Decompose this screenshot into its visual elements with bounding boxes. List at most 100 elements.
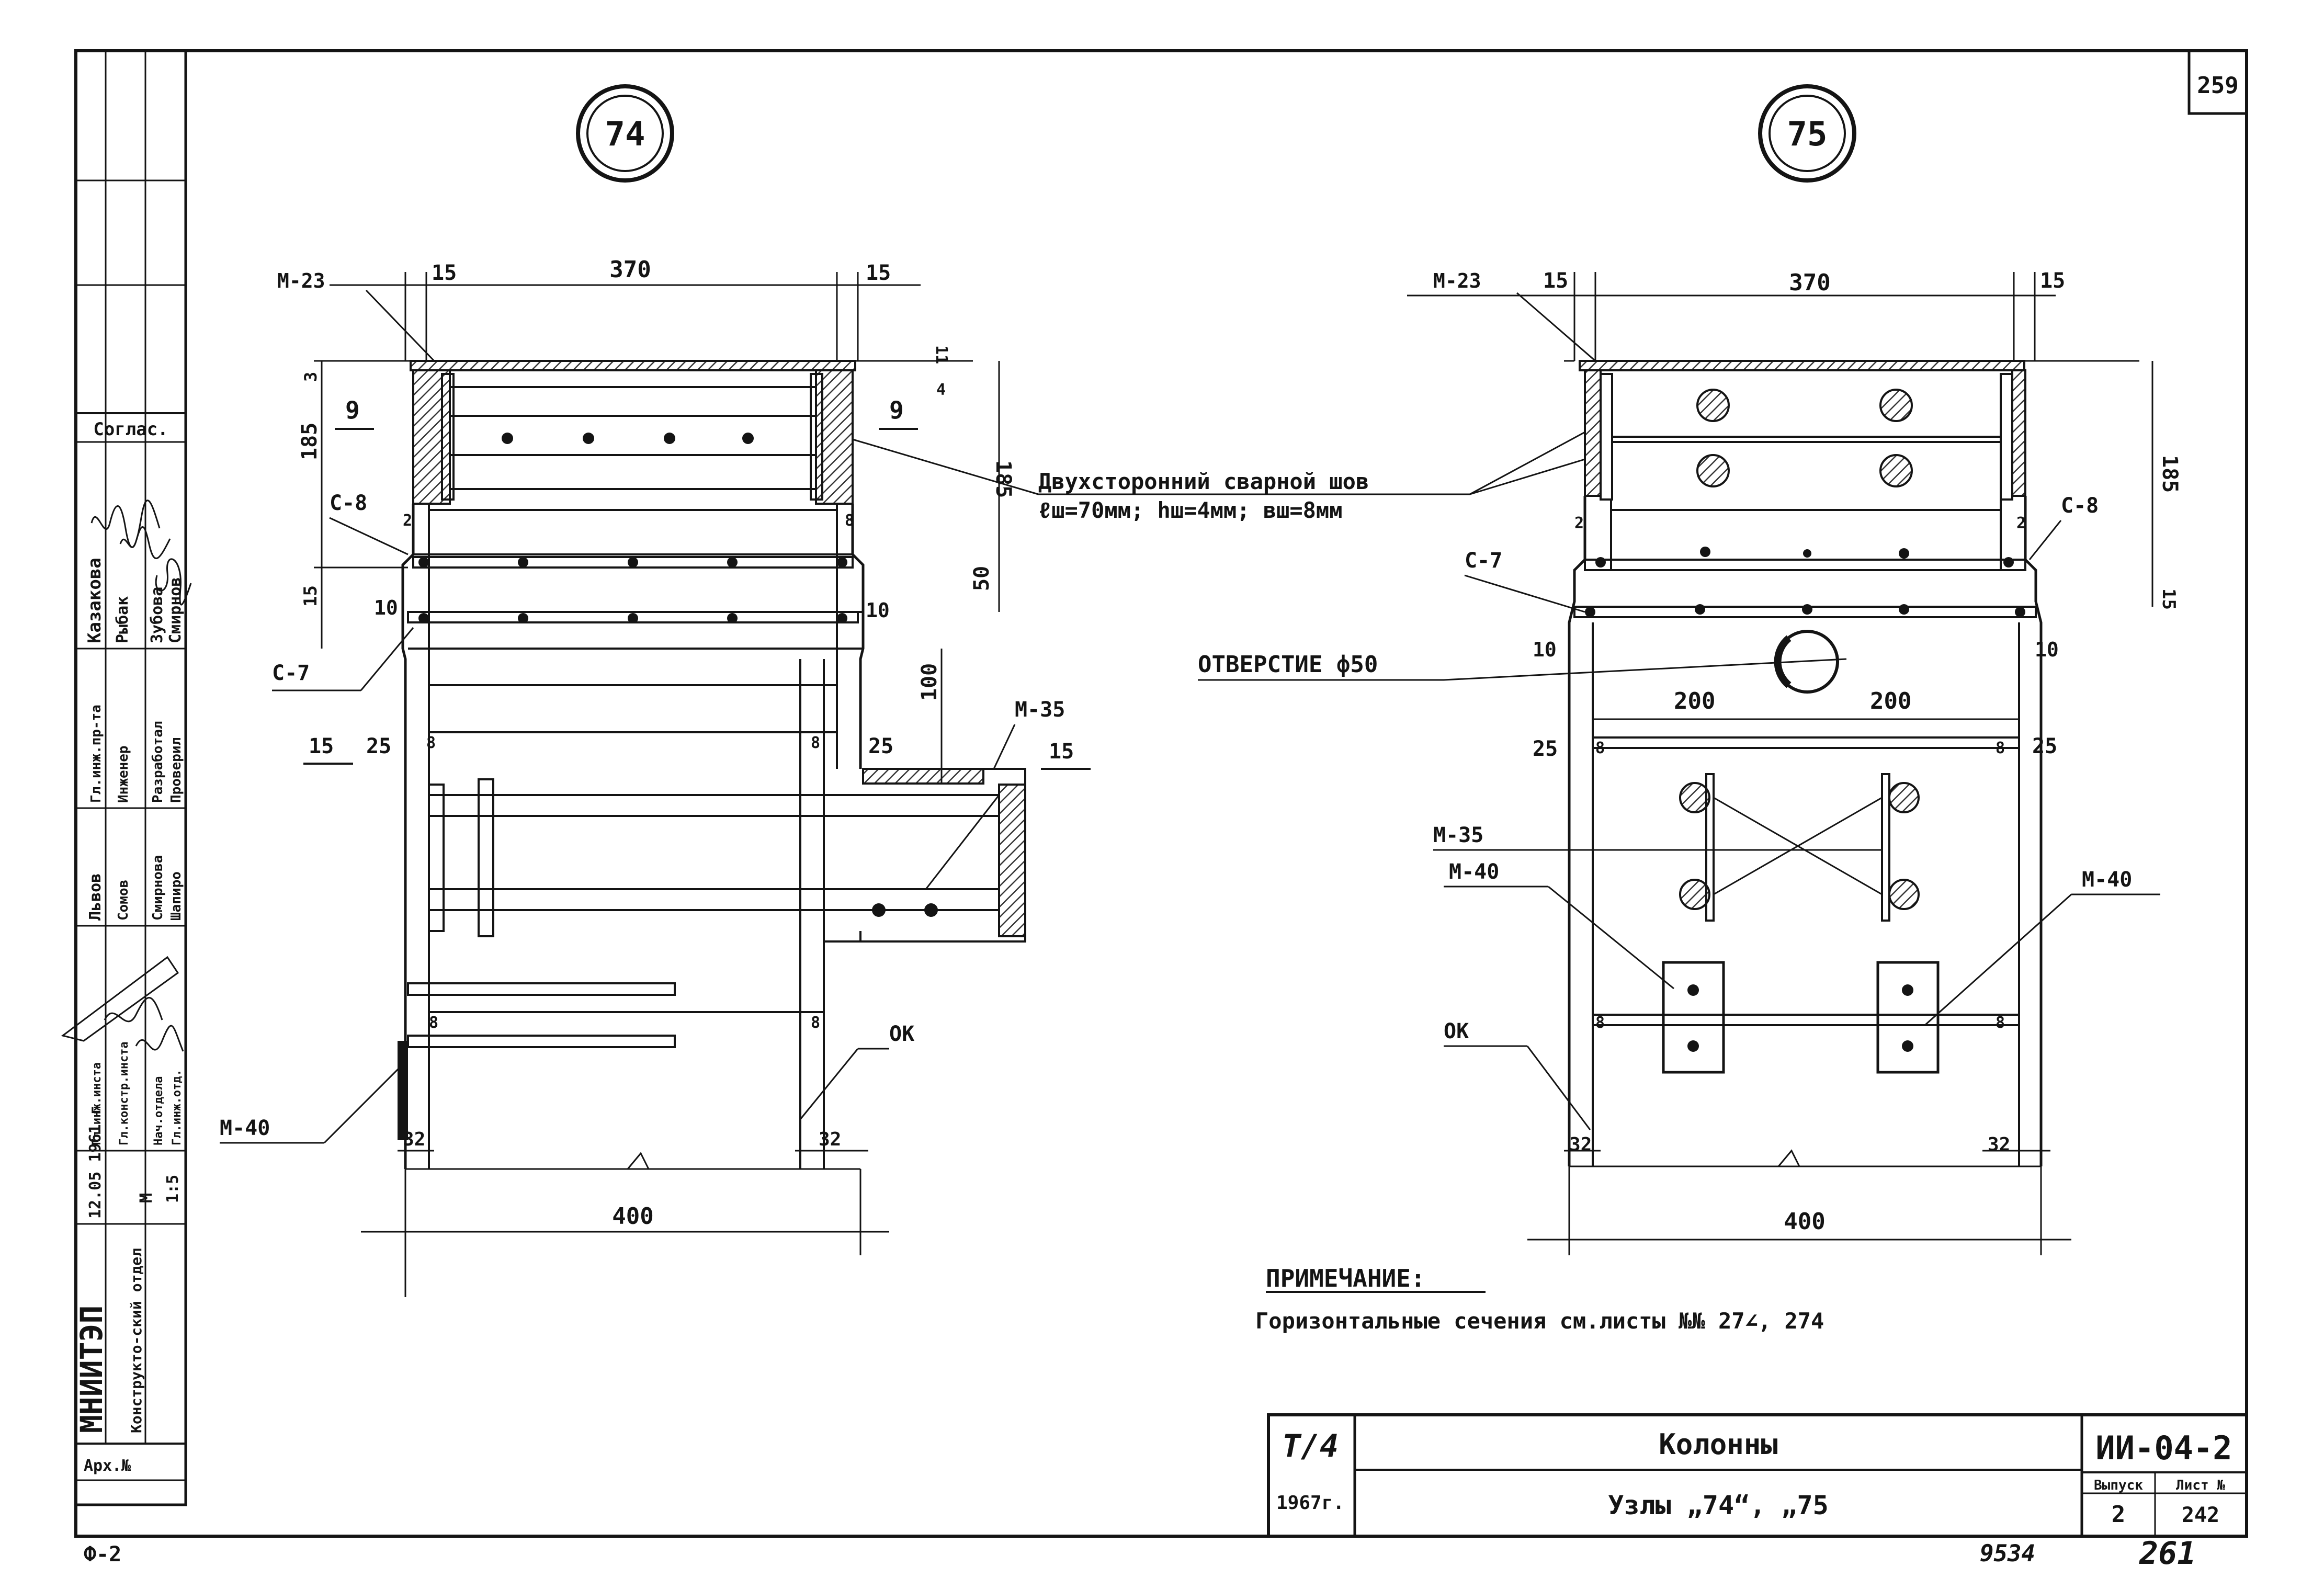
signature-scribbles (61, 500, 192, 1052)
dim-15-left: 15 (432, 261, 457, 285)
stamp-scale: 1:5 (164, 1175, 182, 1203)
dim-32-75-left: 32 (1569, 1134, 1592, 1155)
title-code: ИИ-04-2 (2095, 1429, 2232, 1467)
dim-32-left: 32 (403, 1129, 425, 1150)
dim-15-v-left: 15 (300, 585, 321, 607)
dim-8-b: 8 (426, 734, 436, 752)
dim-100: 100 (917, 663, 942, 701)
note: ПРИМЕЧАНИЕ: Горизонтальные сечения см.ли… (1255, 1264, 1824, 1334)
label-m40: М-40 (220, 1116, 270, 1140)
stamp-role-5: Гл.инж.инста (90, 1062, 104, 1145)
detail-74: 74 370 15 15 М-23 (220, 84, 1091, 1297)
dim-8-e: 8 (811, 1014, 820, 1032)
dim-32-right: 32 (819, 1129, 841, 1150)
stamp-name-7: Смирнова (150, 855, 166, 921)
dim-185-left: 185 (298, 423, 322, 460)
sheet-frame: 259 Ф-2 9534 261 (74, 49, 2248, 1572)
issue-label: Выпуск (2094, 1478, 2143, 1493)
stamp-archive: Арх.№ (84, 1457, 131, 1475)
label-ok: ОК (889, 1022, 914, 1046)
sheet-number: 259 (2197, 72, 2238, 99)
stamp-dept: Конструкто-ский отдел (128, 1248, 145, 1433)
label-m35: М-35 (1015, 698, 1065, 722)
sheet-label: Лист № (2176, 1478, 2225, 1493)
dim-10-left: 10 (374, 596, 398, 619)
inventory-number: 9534 (1980, 1540, 2035, 1567)
title-main: Колонны (1659, 1428, 1778, 1461)
page-number: 261 (2139, 1535, 2196, 1572)
label-c7: С-7 (272, 661, 310, 685)
dim-25-left: 25 (366, 734, 391, 758)
label-c8: С-8 (330, 491, 367, 515)
dim-400: 400 (612, 1203, 653, 1230)
dim-11: 11 (932, 345, 950, 364)
bottom-left-mark: Ф-2 (84, 1542, 121, 1567)
label-c7-75: С-7 (1465, 549, 1502, 573)
detail-75: 75 370 15 15 М-23 (1198, 84, 2182, 1255)
label-c8-75: С-8 (2061, 494, 2099, 518)
sheet-value: 242 (2182, 1503, 2219, 1527)
stamp-role-3: Разработал (150, 721, 166, 803)
dim-32-75-right: 32 (1988, 1134, 2010, 1155)
weld-note-line1: Двухсторонний сварной шов (1038, 469, 1369, 494)
dim-200-right: 200 (1870, 688, 1911, 714)
dim-8-d: 8 (429, 1014, 438, 1032)
dim-15-right-75: 15 (2040, 269, 2065, 293)
stamp-name-2: Рыбак (114, 596, 132, 643)
dim-2-left: 2 (403, 512, 412, 530)
dim-8-75d: 8 (1996, 1014, 2005, 1032)
dim-50: 50 (970, 566, 994, 591)
weld-note: Двухсторонний сварной шов ℓш=70мм; hш=4м… (852, 423, 1601, 523)
dim-15-a: 15 (309, 734, 334, 758)
dim-2-75: 2 (1574, 514, 1584, 532)
label-m35-75: М-35 (1433, 823, 1483, 847)
svg-text:74: 74 (605, 115, 645, 154)
dim-15-v-75: 15 (2158, 588, 2179, 610)
stamp-role-7: Нач.отдела (152, 1076, 165, 1145)
stamp-name-8: Шапиро (168, 871, 184, 921)
note-text: Горизонтальные сечения см.листы №№ 27∠, … (1255, 1308, 1824, 1334)
stamp-name-5: Львов (86, 873, 105, 921)
dim-8-75a: 8 (1595, 739, 1605, 757)
dim-25-75-left: 25 (1533, 737, 1558, 761)
dim-8-75c: 8 (1595, 1014, 1605, 1032)
label-hole: ОТВЕРСТИЕ ф50 (1198, 651, 1378, 678)
dim-370: 370 (609, 256, 651, 283)
dim-15-left-75: 15 (1543, 269, 1568, 293)
section-9-left: 9 (345, 396, 360, 424)
dim-4: 4 (936, 381, 946, 399)
dim-185-right: 185 (991, 460, 1015, 498)
stamp-role-8: Гл.инж.отд. (171, 1069, 184, 1145)
detail-74-badge: 74 (576, 84, 674, 183)
title-mark: Т/4 (1282, 1428, 1339, 1465)
stamp-role-4: Проверил (168, 737, 184, 803)
dim-10-75-left: 10 (1533, 638, 1557, 661)
dim-400-75: 400 (1784, 1208, 1825, 1235)
dim-8-75b: 8 (1996, 739, 2005, 757)
dim-15-right: 15 (866, 261, 891, 285)
weld-note-line2: ℓш=70мм; hш=4мм; вш=8мм (1038, 497, 1343, 523)
stamp-name-3: Зубова (148, 587, 166, 643)
title-sub: Узлы „74“, „75 (1608, 1490, 1828, 1520)
label-m40-75-left: М-40 (1449, 860, 1499, 884)
stamp-agreed: Соглас. (93, 419, 168, 440)
bolts-74 (418, 433, 938, 917)
label-ok-75: ОК (1444, 1019, 1469, 1043)
stamp-date: 12.05 1961 г (86, 1105, 105, 1219)
stamp-role-6: Гл.констр.инста (118, 1041, 131, 1145)
dim-8-right: 8 (845, 512, 854, 530)
stamp-name-1: Казакова (84, 558, 105, 643)
dim-10-75-right: 10 (2035, 638, 2059, 661)
dim-25-right: 25 (868, 734, 893, 758)
detail-75-badge: 75 (1758, 84, 1856, 183)
svg-text:75: 75 (1787, 115, 1827, 154)
stamp-scale-label: М (136, 1193, 156, 1203)
dim-8-c: 8 (811, 734, 820, 752)
stamp-name-4: Смирнов (166, 577, 185, 643)
dim-10-right: 10 (866, 599, 890, 622)
stamp-role-1: Гл.инж.пр-та (88, 705, 104, 803)
dim-3: 3 (301, 372, 321, 382)
issue-value: 2 (2112, 1501, 2126, 1528)
label-m23-75: М-23 (1433, 269, 1481, 292)
section-9-right: 9 (889, 396, 904, 424)
